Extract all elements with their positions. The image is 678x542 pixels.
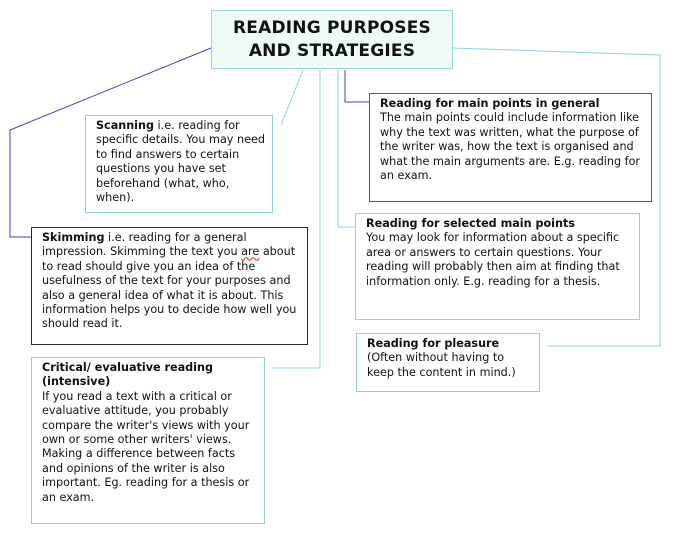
critical-body: If you read a text with a critical or ev…: [42, 389, 250, 504]
selected-points-node[interactable]: Reading for selected main points You may…: [355, 213, 640, 320]
scanning-heading: Scanning: [96, 119, 154, 132]
connector-critical: [273, 70, 321, 369]
critical-heading: Critical/ evaluative reading (intensive): [42, 361, 213, 389]
connector-scanning: [280, 69, 304, 126]
connector-skimming: [9, 47, 212, 238]
scanning-node[interactable]: Scanning i.e. reading for specific detai…: [85, 115, 273, 213]
pleasure-heading: Reading for pleasure: [367, 337, 500, 350]
connector-main-points: [344, 70, 369, 103]
skimming-body-part-2: about to read should give you an idea of…: [42, 245, 297, 331]
pleasure-body: (Often without having to keep the conten…: [367, 351, 516, 379]
connector-pleasure: [452, 47, 661, 347]
scanning-body: i.e. reading for specific details. You m…: [96, 119, 265, 205]
selected-points-heading: Reading for selected main points: [366, 217, 575, 230]
title-line-1: READING PURPOSES: [233, 18, 431, 38]
skimming-body-part-1: i.e. reading for a general impression. S…: [42, 231, 247, 259]
main-points-heading: Reading for main points in general: [380, 97, 600, 110]
pleasure-node[interactable]: Reading for pleasure (Often without havi…: [356, 333, 540, 392]
skimming-spellcheck-word: are: [241, 245, 260, 259]
skimming-node[interactable]: Skimming i.e. reading for a general impr…: [31, 227, 308, 345]
title-line-2: AND STRATEGIES: [248, 41, 416, 61]
connector-selected-points: [337, 70, 355, 228]
skimming-heading: Skimming: [42, 231, 105, 244]
main-points-node[interactable]: Reading for main points in general The m…: [369, 93, 652, 202]
critical-reading-node[interactable]: Critical/ evaluative reading (intensive)…: [31, 357, 265, 524]
selected-points-body: You may look for information about a spe…: [366, 231, 620, 288]
main-points-body: The main points could include informatio…: [380, 111, 641, 183]
central-topic[interactable]: READING PURPOSES AND STRATEGIES: [211, 10, 453, 69]
